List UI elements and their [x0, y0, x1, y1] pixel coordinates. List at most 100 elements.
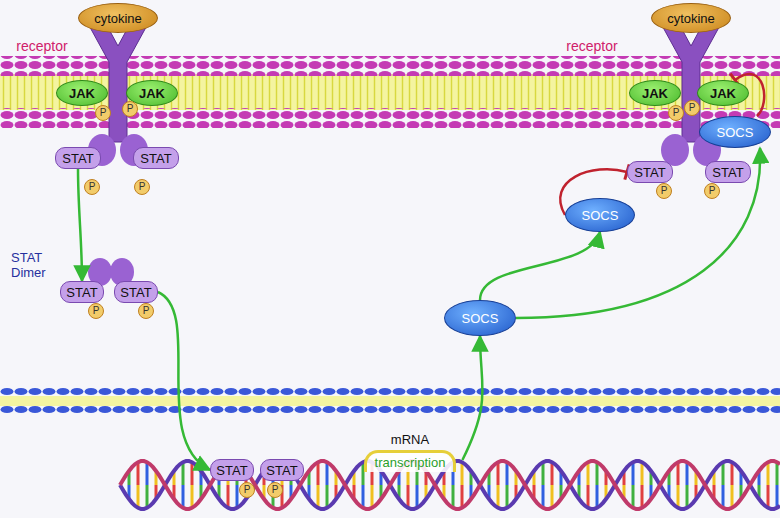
stat-protein: STAT — [260, 459, 304, 481]
base-pair — [686, 485, 689, 508]
base-pair — [596, 462, 599, 485]
phosphate-mark: P — [684, 100, 700, 116]
base-pair — [551, 485, 554, 508]
base-pair — [461, 462, 464, 485]
base-pair — [506, 462, 509, 485]
base-pair — [317, 485, 320, 508]
base-pair — [137, 485, 140, 508]
node-label: JAK — [710, 86, 736, 101]
node-label: STAT — [140, 151, 171, 166]
node-label: JAK — [139, 86, 165, 101]
phosphate-mark: P — [122, 101, 138, 117]
node-sublabel: transcription — [364, 450, 457, 472]
node-label: JAK — [69, 86, 95, 101]
base-pair — [416, 485, 419, 508]
stat-protein: STAT — [114, 281, 158, 303]
phosphate-mark: P — [239, 482, 255, 498]
transcription-bubble: mRNA transcription — [358, 430, 463, 474]
base-pair — [767, 462, 770, 485]
base-pair — [641, 485, 644, 508]
base-pair — [191, 485, 194, 508]
base-pair — [641, 462, 644, 485]
node-label: STAT — [120, 285, 151, 300]
base-pair — [317, 462, 320, 485]
stat-protein: STAT — [210, 459, 254, 481]
node-label: cytokine — [94, 11, 142, 26]
base-pair — [686, 462, 689, 485]
phosphate-mark: P — [84, 179, 100, 195]
connector-line — [158, 292, 210, 470]
phosphate-mark: P — [95, 105, 111, 121]
jak-kinase: JAK — [56, 80, 108, 106]
base-pair — [722, 485, 725, 508]
node-label: SOCS — [582, 208, 619, 223]
jak-kinase: JAK — [697, 80, 749, 106]
base-pair — [731, 485, 734, 508]
base-pair — [542, 485, 545, 508]
base-pair — [371, 485, 374, 508]
socs-protein: SOCS — [565, 198, 635, 232]
base-pair — [407, 485, 410, 508]
socs-protein: SOCS — [444, 300, 516, 336]
base-pair — [227, 485, 230, 508]
node-label: STAT — [634, 165, 665, 180]
jak-kinase: JAK — [629, 80, 681, 106]
dimer-label: STAT Dimer — [11, 251, 53, 281]
nuclear-lipid-tails — [0, 396, 780, 406]
nuclear-heads-outer — [0, 387, 780, 396]
node-label: STAT — [62, 151, 93, 166]
node-label: SOCS — [462, 311, 499, 326]
base-pair — [182, 485, 185, 508]
base-pair — [506, 485, 509, 508]
base-pair — [497, 462, 500, 485]
base-pair — [722, 462, 725, 485]
base-pair — [587, 485, 590, 508]
base-pair — [767, 485, 770, 508]
base-pair — [677, 485, 680, 508]
stat-protein: STAT — [705, 161, 751, 183]
phosphate-mark: P — [267, 482, 283, 498]
connector-line — [462, 336, 482, 460]
phosphate-mark: P — [88, 303, 104, 319]
activation-arrow — [516, 148, 760, 318]
base-pair — [326, 462, 329, 485]
cytokine-ellipse: cytokine — [78, 3, 158, 33]
stat-protein: STAT — [627, 161, 673, 183]
base-pair — [137, 462, 140, 485]
node-label: STAT — [266, 463, 297, 478]
base-pair — [191, 462, 194, 485]
phosphate-mark: P — [656, 183, 672, 199]
node-label: cytokine — [667, 11, 715, 26]
base-pair — [497, 485, 500, 508]
base-pair — [551, 462, 554, 485]
receptor-label: receptor — [16, 38, 67, 54]
node-label: SOCS — [717, 125, 754, 140]
socs-protein: SOCS — [699, 116, 771, 148]
base-pair — [731, 462, 734, 485]
base-pair — [632, 462, 635, 485]
activation-arrow — [462, 336, 482, 460]
base-pair — [632, 485, 635, 508]
base-pair — [596, 485, 599, 508]
phosphate-mark: P — [704, 183, 720, 199]
base-pair — [776, 485, 779, 508]
stat-protein: STAT — [133, 147, 179, 169]
nuclear-heads-inner — [0, 406, 780, 415]
node-label: STAT — [712, 165, 743, 180]
activation-arrow — [158, 292, 210, 470]
base-pair — [362, 485, 365, 508]
node-label: mRNA — [391, 432, 429, 447]
base-pair — [542, 462, 545, 485]
node-label: STAT — [216, 463, 247, 478]
activation-arrow — [480, 232, 600, 300]
phosphate-mark: P — [668, 105, 684, 121]
base-pair — [587, 462, 590, 485]
cytokine-ellipse: cytokine — [651, 3, 731, 33]
base-pair — [677, 462, 680, 485]
connector-line — [78, 169, 82, 281]
connector-line — [516, 148, 760, 318]
